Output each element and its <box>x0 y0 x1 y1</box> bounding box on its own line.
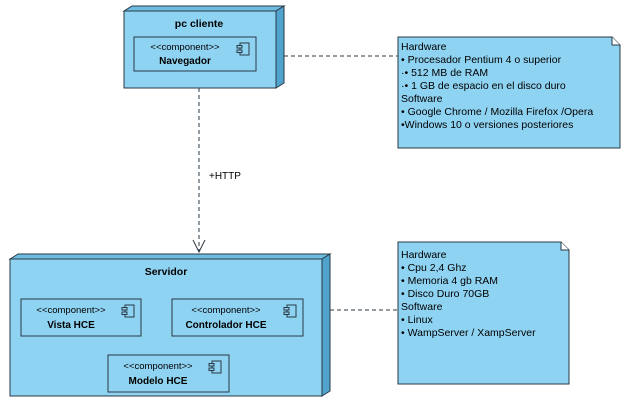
arrowhead-icon <box>192 239 206 254</box>
note-line: ·• 1 GB de espacio en el disco duro <box>401 80 566 92</box>
note-line: • Procesador Pentium 4 o superior <box>401 54 562 66</box>
note-line: • Memoria 4 gb RAM <box>401 275 498 287</box>
note-line: Software <box>401 93 443 105</box>
component-controlador-hce[interactable]: <<component>> Controlador HCE <box>171 298 304 337</box>
component-navegador[interactable]: <<component>> Navegador <box>133 36 257 72</box>
component-vista-hce[interactable]: <<component>> Vista HCE <box>20 298 142 337</box>
note-line: • Google Chrome / Mozilla Firefox /Opera <box>401 106 593 118</box>
note-line: Software <box>401 301 443 313</box>
node-pc-cliente-top-face <box>122 5 286 12</box>
node-pc-cliente-side-face <box>275 5 285 89</box>
component-icon <box>208 360 222 374</box>
component-icon <box>236 42 250 56</box>
node-pc-cliente[interactable]: pc cliente <<component>> Navegador <box>122 5 286 89</box>
component-modelo-hce-box <box>107 354 230 393</box>
component-stereotype: <<component>> <box>150 42 220 53</box>
component-modelo-hce[interactable]: <<component>> Modelo HCE <box>107 354 230 393</box>
node-servidor[interactable]: Servidor <<component>> Vista HCE <<compo… <box>8 253 332 397</box>
note-line: Hardware <box>401 249 447 261</box>
component-icon <box>283 304 297 318</box>
note-line: • Linux <box>401 314 433 326</box>
component-name: Navegador <box>159 56 211 67</box>
component-name: Controlador HCE <box>185 320 266 331</box>
component-vista-hce-box <box>20 298 142 337</box>
component-stereotype: <<component>> <box>191 305 261 316</box>
note-client-body <box>397 36 621 149</box>
node-pc-cliente-title: pc cliente <box>175 18 224 30</box>
note-server-requirements[interactable]: Hardware • Cpu 2,4 Ghz • Memoria 4 gb RA… <box>397 241 570 385</box>
note-line: ·• 512 MB de RAM <box>401 67 488 79</box>
note-server-body <box>397 241 570 385</box>
note-fold-icon <box>611 37 620 46</box>
component-controlador-hce-box <box>171 298 304 337</box>
component-icon <box>121 304 135 318</box>
http-dependency-label: +HTTP <box>209 171 241 182</box>
component-stereotype: <<component>> <box>36 305 106 316</box>
note-client-requirements[interactable]: Hardware • Procesador Pentium 4 o superi… <box>397 36 621 149</box>
node-servidor-top-face <box>8 253 332 260</box>
note-line: Hardware <box>401 41 447 53</box>
component-name: Modelo HCE <box>129 376 188 387</box>
component-stereotype: <<component>> <box>123 361 193 372</box>
note-line: • Cpu 2,4 Ghz <box>401 262 467 274</box>
note-line: • WampServer / XampServer <box>401 327 536 339</box>
note-line: • Disco Duro 70GB <box>401 288 489 300</box>
component-navegador-box <box>133 36 257 72</box>
http-dependency[interactable]: +HTTP <box>192 88 241 254</box>
note-fold-icon <box>560 242 569 251</box>
node-servidor-side-face <box>321 253 331 397</box>
node-servidor-title: Servidor <box>145 266 188 278</box>
note-line: •Windows 10 o versiones posteriores <box>401 119 573 131</box>
component-name: Vista HCE <box>47 320 95 331</box>
